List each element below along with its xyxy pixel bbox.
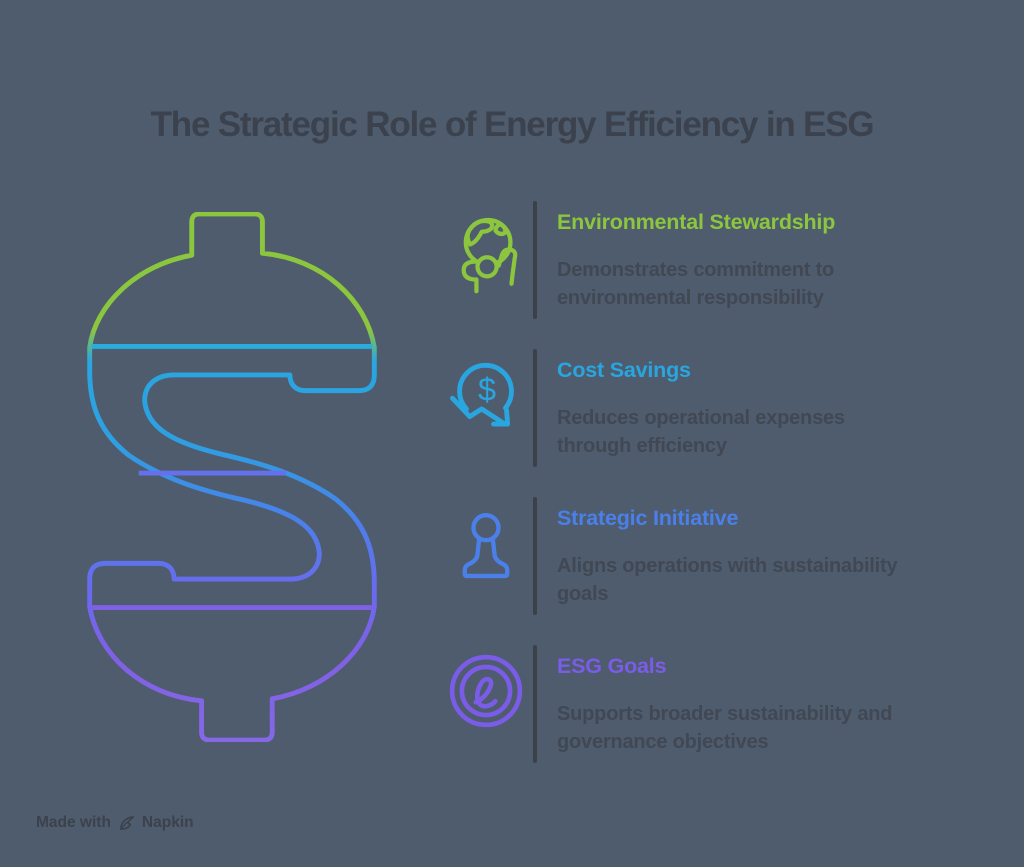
item-description: Supports broader sustainability and gove… [557,703,893,753]
list-item-esg-goals: ESG Goals Supports broader sustainabilit… [440,645,930,783]
esg-circle-e-icon [440,647,532,783]
item-description: Aligns operations with sustainability go… [557,555,898,605]
item-description: Demonstrates commitment to environmental… [557,259,835,309]
item-text-block: Environmental Stewardship Demonstrates c… [557,203,927,312]
watermark-prefix: Made with [36,814,111,831]
list-item-cost-savings: $ Cost Savings Reduces operational expen… [440,349,930,487]
item-title: Strategic Initiative [557,506,739,530]
item-title: Cost Savings [557,358,691,382]
napkin-logo-icon [119,815,134,830]
item-title: ESG Goals [557,654,667,678]
item-text-block: Cost Savings Reduces operational expense… [557,351,927,460]
list-item-strategic-initiative: Strategic Initiative Aligns operations w… [440,497,930,635]
vertical-divider [533,201,537,319]
globe-in-hands-icon [440,203,532,339]
chess-pawn-icon [440,499,532,635]
vertical-divider [533,349,537,467]
watermark: Made with Napkin [36,814,194,832]
vertical-divider [533,497,537,615]
dollar-sign-icon [87,212,377,742]
item-title: Environmental Stewardship [557,210,836,234]
vertical-divider [533,645,537,763]
list-item-environmental-stewardship: Environmental Stewardship Demonstrates c… [440,201,930,339]
page-title: The Strategic Role of Energy Efficiency … [150,105,875,145]
item-text-block: Strategic Initiative Aligns operations w… [557,499,927,608]
item-text-block: ESG Goals Supports broader sustainabilit… [557,647,927,756]
coin-decline-arrow-icon: $ [440,351,532,487]
dollar-glyph: $ [478,371,496,407]
watermark-brand: Napkin [141,814,194,831]
item-description: Reduces operational expenses through eff… [557,407,845,457]
dollar-sign-illustration [70,212,394,742]
